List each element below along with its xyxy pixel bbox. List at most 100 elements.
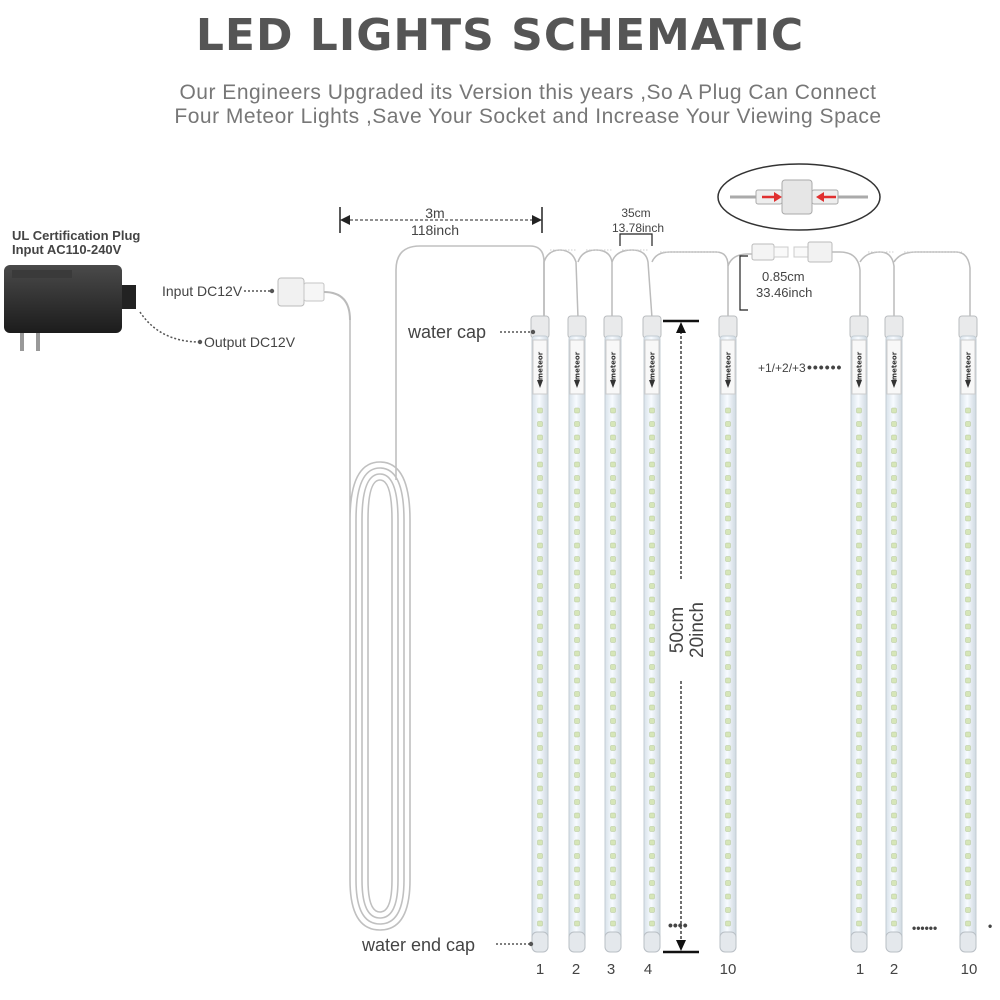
led-dot — [610, 799, 616, 805]
led-dot — [610, 421, 616, 427]
led-dot — [610, 704, 616, 711]
led-dot — [649, 731, 655, 738]
led-dot — [725, 637, 731, 643]
led-dot — [965, 583, 971, 589]
led-dot — [649, 461, 655, 468]
led-dot — [610, 718, 616, 724]
led-tube: meteor — [530, 315, 550, 953]
led-dot — [725, 731, 731, 738]
led-dot — [856, 650, 862, 657]
led-dot — [610, 853, 616, 859]
led-dot — [965, 826, 971, 832]
cable-length-cm: 3m — [425, 205, 444, 221]
led-dot — [725, 691, 731, 697]
led-dot — [537, 488, 543, 495]
led-dot — [725, 610, 731, 616]
led-dot — [891, 569, 897, 576]
tube-number: 2 — [890, 961, 898, 978]
led-dot — [965, 704, 971, 711]
led-dot — [610, 488, 616, 495]
led-dot — [725, 502, 731, 508]
led-dot — [537, 610, 543, 616]
led-dot — [610, 407, 616, 414]
led-dot — [649, 785, 655, 792]
arrow-down-icon — [649, 380, 655, 388]
led-dot — [537, 461, 543, 468]
led-dot — [856, 799, 862, 805]
extension-label: +1/+2/+3 — [758, 361, 806, 375]
tube-brand-label: meteor — [610, 351, 618, 380]
led-dot — [891, 920, 897, 927]
led-dot — [537, 448, 543, 454]
plug-title-2: Input AC110-240V — [12, 242, 122, 257]
led-dot — [610, 650, 616, 657]
led-dot — [891, 556, 897, 562]
mid-connector — [751, 241, 840, 263]
led-dot — [856, 731, 862, 738]
input-dc-label: Input DC12V — [162, 283, 243, 299]
cable-length-dimension — [339, 207, 543, 233]
led-dot — [610, 637, 616, 643]
led-dot — [856, 542, 862, 549]
led-dot — [649, 664, 655, 670]
led-dot — [725, 421, 731, 427]
led-dot — [537, 542, 543, 549]
led-dot — [891, 758, 897, 765]
led-dot — [574, 758, 580, 765]
led-dot — [574, 880, 580, 886]
tube-brand-label: meteor — [891, 351, 899, 380]
arrow-down-icon — [891, 380, 897, 388]
led-dot — [965, 785, 971, 792]
led-dot — [610, 434, 616, 441]
led-dot — [610, 596, 616, 603]
led-dot — [725, 785, 731, 792]
led-dot — [891, 731, 897, 738]
led-dot — [725, 704, 731, 711]
led-dot — [891, 434, 897, 441]
led-dot — [649, 448, 655, 454]
led-dot — [891, 407, 897, 414]
led-dot — [574, 650, 580, 657]
led-dot — [891, 718, 897, 724]
led-dot — [891, 664, 897, 670]
led-dot — [649, 623, 655, 630]
led-dot — [725, 650, 731, 657]
led-dot — [610, 785, 616, 792]
led-dot — [537, 407, 543, 414]
led-dot — [965, 799, 971, 805]
led-dot — [965, 650, 971, 657]
led-dot — [856, 704, 862, 711]
led-dot — [965, 772, 971, 778]
led-dot — [649, 853, 655, 859]
adapter-label-plate — [12, 270, 72, 278]
led-dot — [891, 596, 897, 603]
led-dot — [965, 718, 971, 724]
led-dot — [537, 596, 543, 603]
led-dot — [574, 434, 580, 441]
led-dot — [574, 718, 580, 724]
led-dot — [725, 461, 731, 468]
led-dot — [725, 677, 731, 684]
led-dot — [537, 758, 543, 765]
tube-number: 2 — [572, 961, 580, 978]
led-dot — [537, 650, 543, 657]
led-dot — [856, 691, 862, 697]
led-dot — [965, 488, 971, 495]
led-dot — [649, 542, 655, 549]
led-dot — [574, 407, 580, 414]
led-dot — [891, 826, 897, 832]
led-dot — [610, 691, 616, 697]
led-dot — [649, 407, 655, 414]
led-dot — [537, 569, 543, 576]
led-dot — [891, 812, 897, 819]
tube-number: 10 — [720, 961, 737, 978]
arrow-down-icon — [610, 380, 616, 388]
water-end-cap-label: water end cap — [361, 935, 475, 955]
led-dot — [856, 434, 862, 441]
led-dot — [537, 920, 543, 927]
led-dot — [574, 772, 580, 778]
led-dot — [725, 448, 731, 454]
led-dot — [965, 475, 971, 481]
tube-number: 1 — [856, 961, 864, 978]
led-dot — [965, 529, 971, 535]
